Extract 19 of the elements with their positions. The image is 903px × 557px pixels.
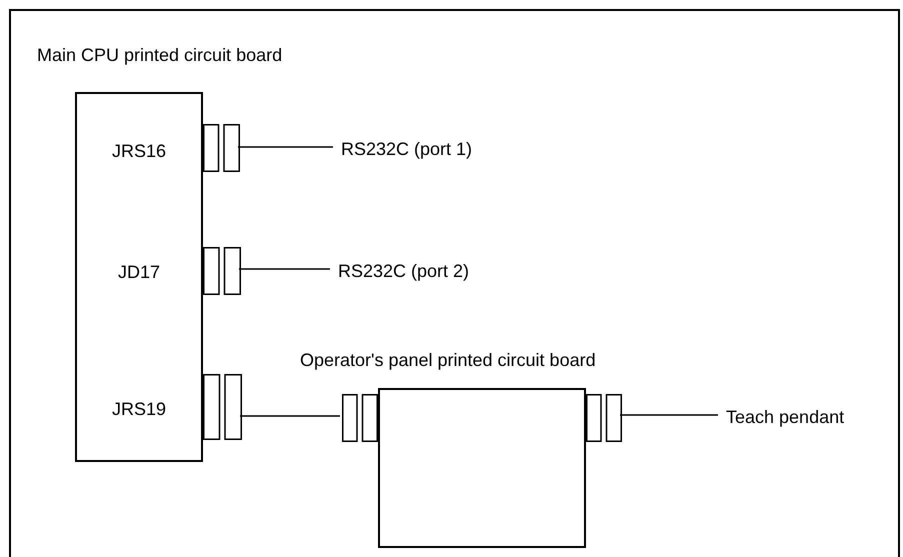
cable-line — [239, 268, 330, 270]
connector-name: JRS19 — [110, 398, 168, 420]
cable-line — [238, 146, 333, 148]
connector-name: JRS16 — [110, 140, 168, 162]
board-title: Main CPU printed circuit board — [37, 44, 282, 66]
cable-line — [240, 415, 340, 417]
plug-connector — [203, 374, 242, 440]
cable-line — [620, 414, 718, 416]
terminal-label: RS232C (port 2) — [332, 257, 502, 285]
plug-connector — [342, 394, 378, 442]
plug-connector — [203, 124, 240, 172]
cpu-board — [75, 92, 203, 462]
terminal-label: RS232C (port 1) — [335, 135, 505, 163]
cabinet-frame — [9, 9, 900, 557]
board-title: Operator's panel printed circuit board — [300, 349, 596, 371]
terminal-label: Teach pendant — [720, 403, 880, 431]
plug-connector — [203, 247, 241, 295]
connector-name: JD17 — [116, 261, 162, 283]
plug-connector — [586, 394, 622, 442]
